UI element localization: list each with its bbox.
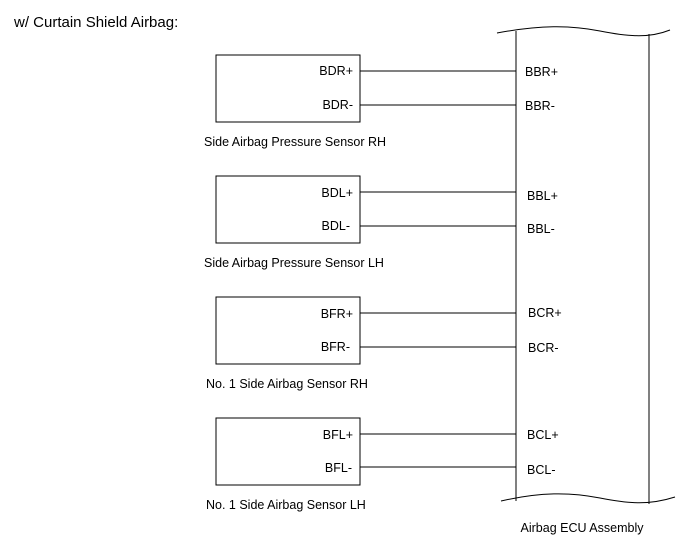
ecu-pin-label: BBL- <box>527 222 555 236</box>
sensor-box <box>215 175 361 244</box>
sensor-pin-label: BDL- <box>322 219 350 233</box>
ecu-pin-label: BCL+ <box>527 428 559 442</box>
sensor-pin-label: BFR+ <box>321 307 353 321</box>
ecu-block <box>496 26 676 504</box>
sensor-name: No. 1 Side Airbag Sensor LH <box>206 498 366 512</box>
diagram-heading: w/ Curtain Shield Airbag: <box>14 14 179 31</box>
sensor-box <box>215 54 361 123</box>
ecu-pin-label: BBR- <box>525 99 555 113</box>
sensor-pin-label: BFL- <box>325 461 352 475</box>
ecu-label: Airbag ECU Assembly <box>521 521 645 535</box>
sensor-pin-label: BDR+ <box>319 64 353 78</box>
sensor-name: No. 1 Side Airbag Sensor RH <box>206 377 368 391</box>
ecu-pin-label: BBR+ <box>525 65 558 79</box>
ecu-pin-label: BCR+ <box>528 306 562 320</box>
ecu-pin-label: BBL+ <box>527 189 558 203</box>
sensor-group: BDR+ BDR- BBR+ BBR- Side Airbag Pressure… <box>204 54 558 149</box>
sensor-name: Side Airbag Pressure Sensor RH <box>204 135 386 149</box>
sensor-pin-label: BDL+ <box>321 186 353 200</box>
ecu-top-break-line <box>496 26 671 37</box>
sensor-group: BFL+ BFL- BCL+ BCL- No. 1 Side Airbag Se… <box>206 417 559 512</box>
sensor-box <box>215 296 361 365</box>
sensor-group: BDL+ BDL- BBL+ BBL- Side Airbag Pressure… <box>204 175 558 270</box>
ecu-pin-label: BCR- <box>528 341 559 355</box>
sensor-box <box>215 417 361 486</box>
ecu-bottom-break-line <box>500 493 676 504</box>
sensor-pin-label: BFR- <box>321 340 350 354</box>
ecu-pin-label: BCL- <box>527 463 555 477</box>
sensor-pin-label: BDR- <box>322 98 353 112</box>
sensor-name: Side Airbag Pressure Sensor LH <box>204 256 384 270</box>
sensor-pin-label: BFL+ <box>323 428 353 442</box>
sensor-group: BFR+ BFR- BCR+ BCR- No. 1 Side Airbag Se… <box>206 296 562 391</box>
